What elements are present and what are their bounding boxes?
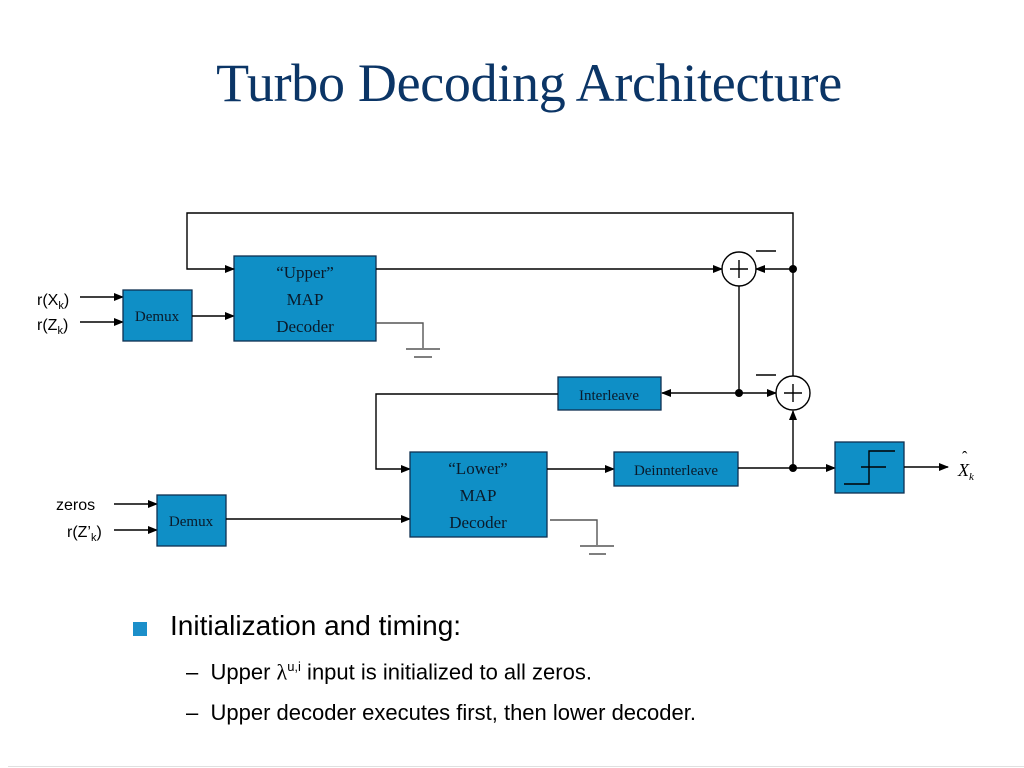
wire-feedback-top — [186, 212, 794, 273]
input-label-rxk: r(Xk) — [37, 292, 69, 312]
svg-text:MAP: MAP — [287, 290, 324, 309]
ground-icon-lower — [550, 519, 614, 555]
bullet-level2-item: – Upper decoder executes first, then low… — [186, 700, 696, 725]
svg-text:MAP: MAP — [460, 486, 497, 505]
bullet-level1: Initialization and timing: — [170, 610, 462, 641]
hard-decision-block — [834, 441, 905, 494]
slide-title: Turbo Decoding Architecture — [216, 53, 842, 113]
footer-divider — [8, 766, 1024, 767]
input-label-rzk-prime: r(Z’k) — [67, 524, 102, 544]
input-label-zeros: zeros — [56, 497, 95, 514]
lambda-symbol: λ — [276, 659, 288, 685]
input-label-rzk: r(Zk) — [37, 317, 68, 337]
svg-text:ˆ: ˆ — [962, 449, 968, 466]
lower-map-decoder: “Lower” MAP Decoder — [409, 451, 548, 538]
demux-lower: Demux — [156, 494, 227, 547]
svg-text:Demux: Demux — [135, 309, 180, 325]
upper-map-decoder: “Upper” MAP Decoder — [233, 255, 377, 342]
svg-text:Decoder: Decoder — [449, 513, 507, 532]
dash: – — [186, 700, 199, 725]
bullet-level2-item: – Upper λu,i input is initialized to all… — [186, 659, 592, 685]
svg-text:“Lower”: “Lower” — [448, 459, 507, 478]
demux-upper: Demux — [122, 289, 193, 342]
dash: – — [186, 659, 199, 685]
svg-text:“Upper”: “Upper” — [276, 263, 334, 282]
output-label-xhat-k: Xk ˆ — [957, 449, 975, 483]
ground-icon-upper — [376, 322, 440, 358]
deinterleave-block: Deinnterleave — [613, 451, 739, 487]
interleave-block: Interleave — [557, 376, 662, 411]
svg-text:Xk: Xk — [957, 460, 975, 483]
svg-text:Interleave: Interleave — [579, 388, 639, 404]
wire-interleave-to-lower — [375, 393, 558, 473]
svg-text:Decoder: Decoder — [276, 317, 334, 336]
bullet-square-icon — [133, 622, 147, 636]
svg-text:Demux: Demux — [169, 514, 214, 530]
svg-text:Deinnterleave: Deinnterleave — [634, 463, 718, 479]
